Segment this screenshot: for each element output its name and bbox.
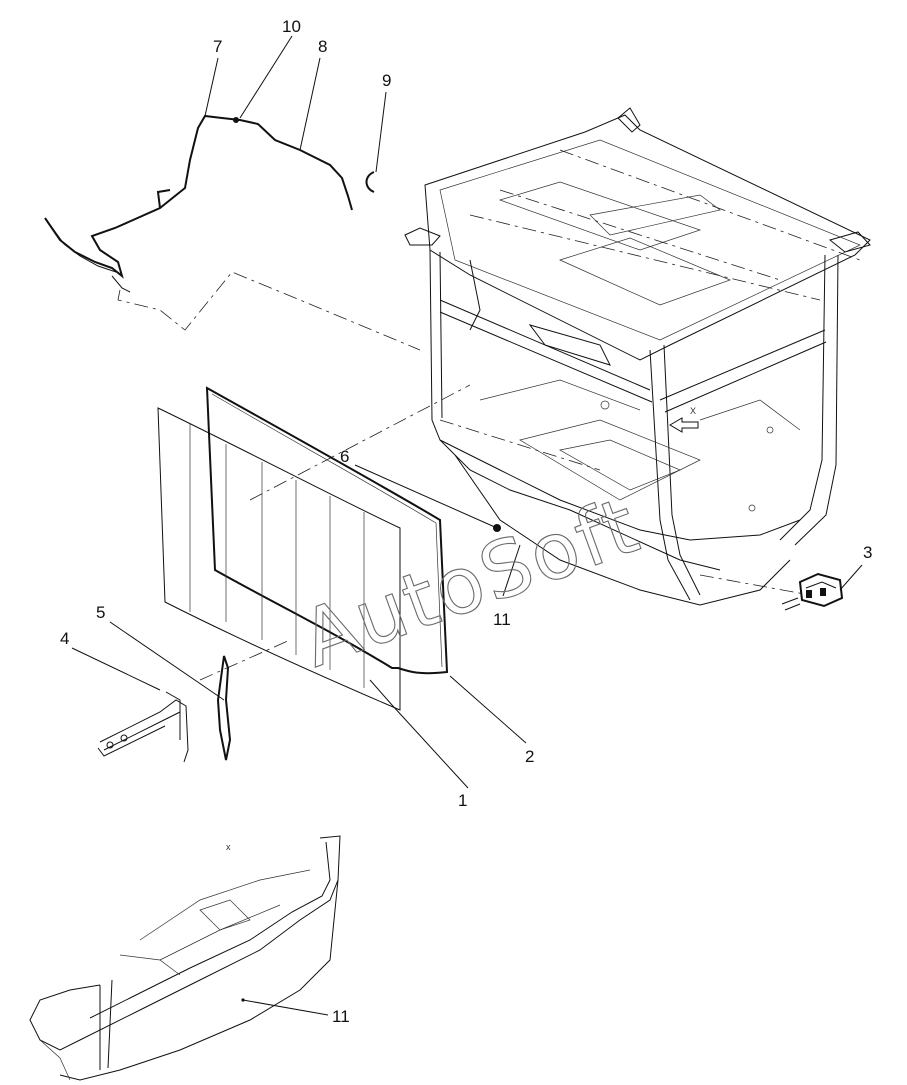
callout-10: 10 [282, 17, 301, 36]
windshield-glass [157, 407, 401, 711]
callout-4: 4 [60, 629, 69, 648]
windshield-seal [205, 386, 449, 675]
view-mark-x-detail: x [226, 842, 231, 852]
watermark: AutoSoft [291, 481, 652, 686]
callout-11-detail: 11 [332, 1007, 350, 1026]
callout-9: 9 [382, 71, 391, 90]
callout-11-main: 11 [493, 610, 511, 629]
wiper-blade [216, 655, 232, 761]
wiper-arm [97, 691, 189, 763]
washer-valve-block [781, 572, 844, 611]
view-mark-x-main: X [690, 406, 696, 416]
cab-frame: X [404, 107, 871, 606]
glass-projection-line-1 [249, 384, 471, 501]
clip-part [365, 171, 375, 193]
glass-projection-line-4 [699, 574, 811, 596]
callout-5: 5 [96, 603, 105, 622]
detail-view: x [29, 835, 341, 1081]
callout-7: 7 [213, 37, 222, 56]
callout-8: 8 [318, 37, 327, 56]
callout-3: 3 [863, 543, 872, 562]
glass-projection-line-2 [439, 419, 601, 471]
callout-1: 1 [458, 791, 467, 810]
harness-projection-line [117, 271, 421, 351]
leader-lines [71, 35, 863, 1016]
wiring-harness [44, 114, 353, 293]
glass-projection-line-3 [199, 639, 291, 681]
callout-labels: 1 2 3 4 5 6 7 8 9 10 11 11 [60, 17, 872, 1026]
callout-6: 6 [340, 447, 349, 466]
callout-2: 2 [525, 747, 534, 766]
